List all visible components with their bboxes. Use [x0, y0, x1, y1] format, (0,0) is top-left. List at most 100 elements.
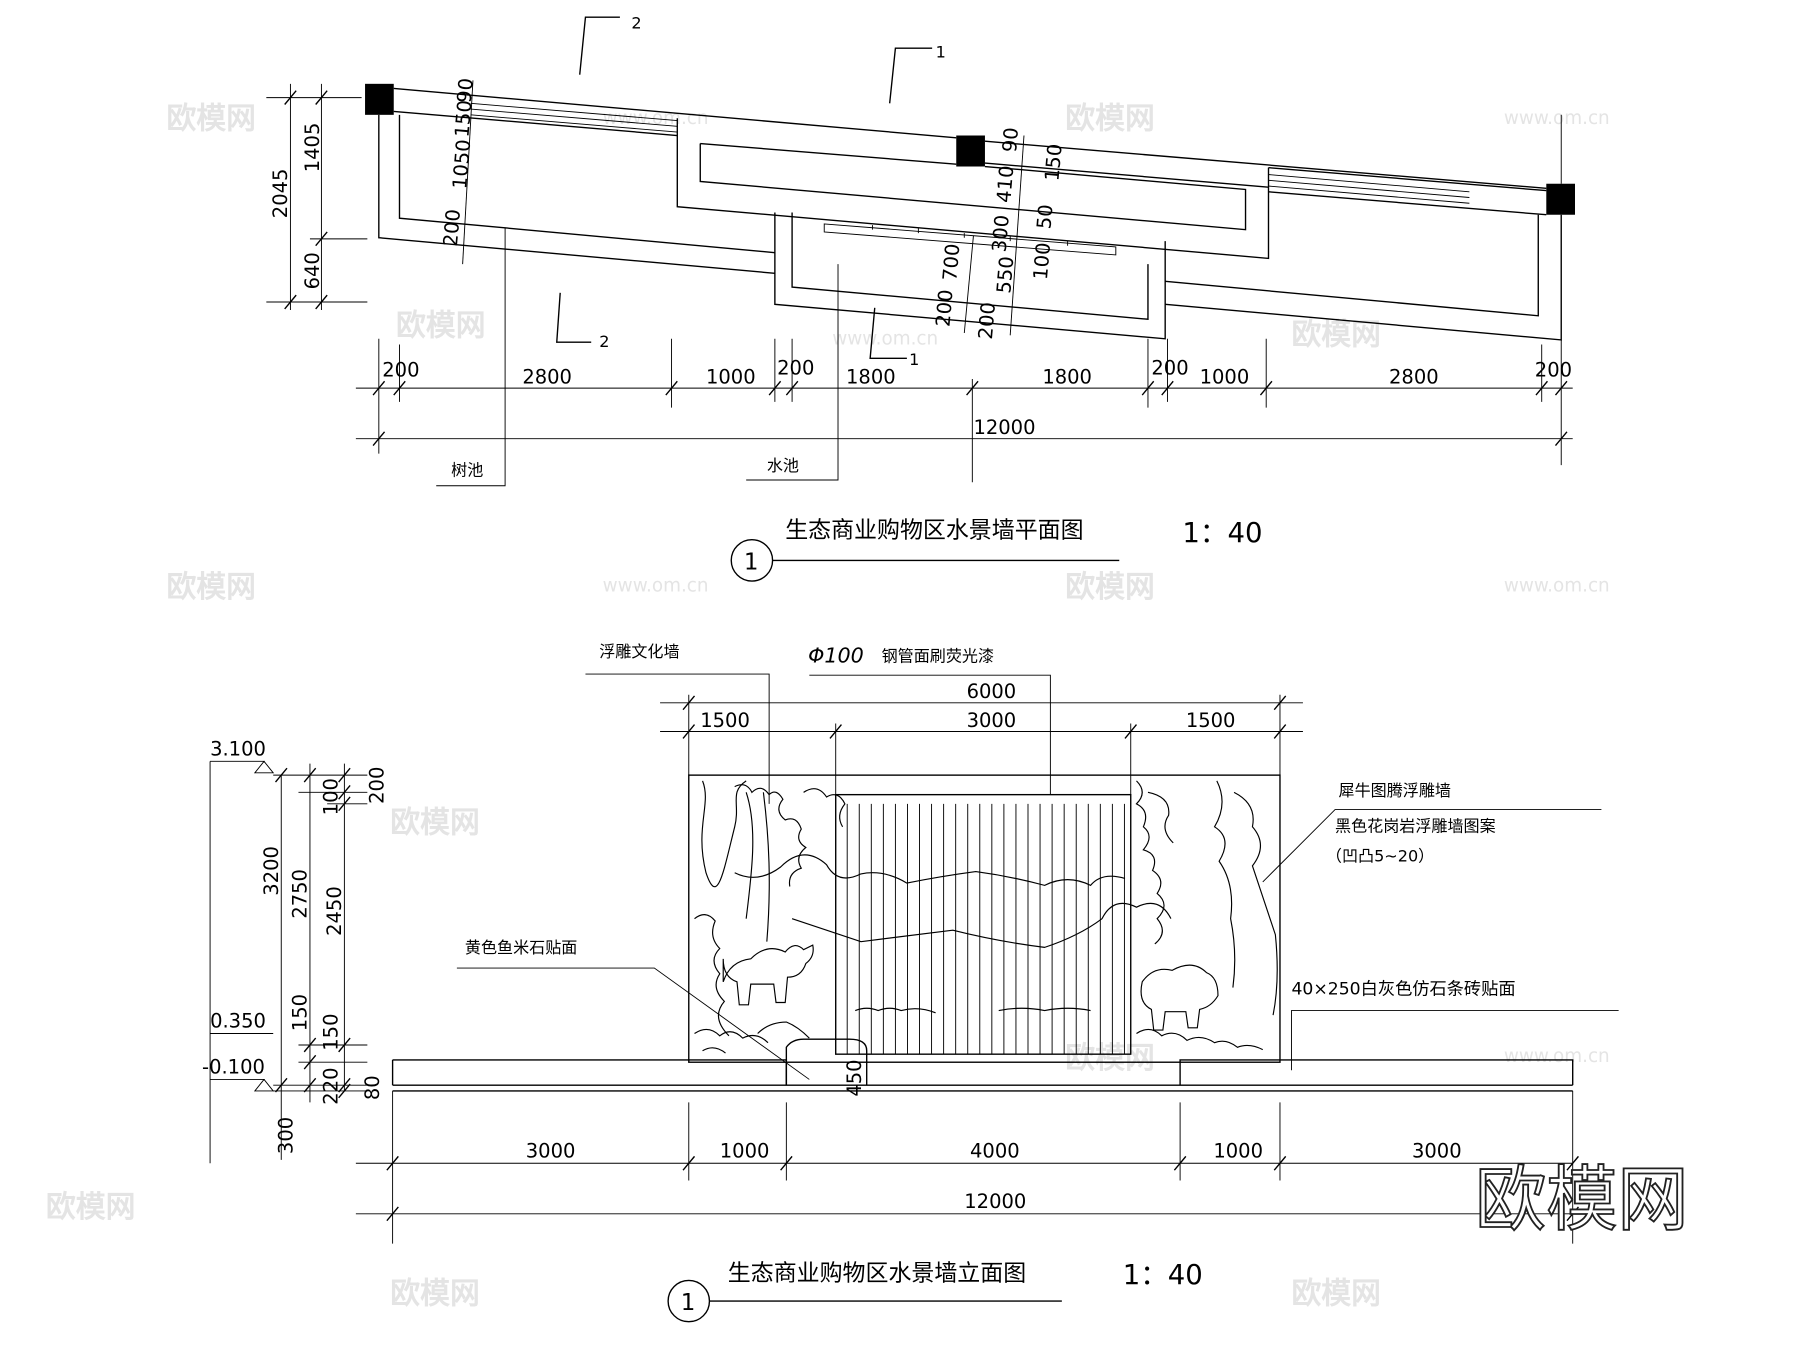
watermark-logo: 欧模网: [1065, 570, 1155, 605]
dim-label: 150: [289, 994, 312, 1031]
dim-label: 6000: [967, 680, 1017, 703]
section-mark-2-top: [579, 16, 620, 75]
leader-line: [809, 674, 1051, 795]
dim-tick: [1273, 695, 1287, 711]
dim-tick: [338, 1037, 351, 1053]
dim-label: 2800: [1389, 366, 1439, 389]
dim-tick: [284, 90, 297, 105]
watermark-logo-large: 欧模网: [1475, 1158, 1688, 1241]
leader-line: [1290, 1010, 1619, 1071]
dim-line: [963, 235, 974, 334]
dim-tick: [303, 1037, 317, 1053]
dim-tick: [829, 724, 842, 739]
dim-label: 1050: [448, 138, 475, 189]
dim-label: 1800: [846, 366, 896, 389]
dim-tick: [1124, 724, 1138, 739]
steel-pipes: [846, 803, 1125, 1055]
dim-ticks: [274, 695, 1579, 1222]
watermark-logo: 欧模网: [390, 806, 480, 841]
watermark-logo: 欧模网: [1291, 1276, 1381, 1311]
dim-tick: [682, 1155, 696, 1171]
watermark-logo: 欧模网: [166, 570, 256, 605]
leader-line: [456, 967, 810, 1080]
dim-label: 3000: [1412, 1140, 1462, 1163]
dim-label: 2750: [289, 869, 312, 919]
dim-tick: [315, 90, 328, 105]
dim-tick: [1554, 380, 1568, 396]
dim-tick: [1535, 380, 1548, 396]
watermark-url: www.om.cn: [1504, 108, 1610, 129]
elevation-scale: 1：40: [1123, 1259, 1203, 1291]
watermark-layer: 欧模网 欧模网 www.om.cn www.om.cn 欧模网 欧模网 www.…: [46, 102, 1610, 1312]
dim-line: [355, 1090, 1574, 1244]
dim-label: 1000: [1213, 1140, 1263, 1163]
pillar: [1546, 183, 1575, 215]
dim-tick: [1554, 431, 1568, 446]
watermark-url: www.om.cn: [1504, 1046, 1610, 1067]
dim-label: 1000: [1200, 366, 1250, 389]
label-tree-pit: 树池: [451, 460, 483, 479]
note-brick: 40×250白灰色仿石条砖贴面: [1291, 979, 1515, 999]
ground-platform: [391, 1038, 1574, 1092]
section-label: 2: [599, 332, 609, 351]
plan-view: 2 2 1 1: [266, 14, 1575, 582]
dim-label: 1800: [1042, 366, 1092, 389]
section-label: 2: [631, 14, 641, 33]
section-mark-1-bottom: [869, 307, 907, 359]
watermark-url: www.om.cn: [832, 328, 938, 349]
level-label: -0.100: [202, 1056, 265, 1079]
rhino-relief-pattern: [694, 780, 1278, 1054]
level-label: 3.100: [210, 738, 266, 761]
dim-label: 50: [1032, 203, 1057, 230]
watermark-logo: 欧模网: [1065, 102, 1155, 137]
note-pipe: 钢管面刷荧光漆: [882, 646, 994, 665]
dim-label: 200: [777, 356, 814, 379]
dim-label: 100: [1029, 242, 1055, 281]
dim-label: 200: [439, 208, 465, 247]
dim-label: 3000: [526, 1140, 576, 1163]
dim-tick: [284, 294, 297, 310]
dim-ticks: [284, 90, 1568, 446]
dim-label: 220: [320, 1067, 343, 1104]
central-planter: [676, 118, 1270, 260]
section-label: 1: [936, 42, 946, 61]
dim-label: 640: [301, 252, 324, 289]
watermark-url: www.om.cn: [1504, 575, 1610, 596]
dim-tick: [665, 380, 678, 396]
dim-label: 410: [992, 165, 1018, 204]
dim-tick: [1566, 1155, 1579, 1171]
drawing-number: 1: [744, 550, 759, 576]
dim-label: 200: [974, 301, 1000, 340]
dim-label: 550: [992, 255, 1018, 294]
dim-tick: [274, 1077, 288, 1093]
dim-label: 150: [320, 1013, 343, 1050]
dim-tick: [372, 431, 386, 446]
dim-label: 1500: [1186, 709, 1236, 732]
dim-label: 200: [1151, 356, 1188, 379]
dim-tick: [1566, 1206, 1579, 1222]
leader-line: [436, 227, 506, 487]
dim-tick: [1173, 1155, 1187, 1171]
dim-tick: [338, 785, 351, 800]
tree-pit-box: [378, 114, 775, 274]
dim-tick: [1141, 380, 1155, 396]
dim-label: 200: [365, 767, 388, 804]
dim-label: 2045: [269, 169, 292, 219]
note-rhino: 犀牛图腾浮雕墙: [1339, 781, 1451, 800]
watermark-logo: 欧模网: [390, 1276, 480, 1311]
watermark-url: www.om.cn: [603, 575, 709, 596]
dim-total: 12000: [973, 416, 1035, 439]
dim-tick: [1259, 380, 1273, 396]
dim-tick: [682, 695, 696, 711]
elevation-view: 浮雕文化墙 Φ100 钢管面刷荧光漆 犀牛图腾浮雕墙 黑色花岗岩浮雕墙图案 （凹…: [202, 642, 1619, 1323]
extension-lines: [378, 338, 1562, 483]
dim-tick: [1273, 1155, 1287, 1171]
dim-line: [355, 387, 1573, 440]
dim-label: 80: [361, 1075, 384, 1100]
dim-tick: [393, 380, 406, 396]
dim-label: 90: [998, 126, 1023, 153]
leader-line: [585, 673, 770, 804]
dim-label: 4000: [970, 1140, 1020, 1163]
elevation-title: 生态商业购物区水景墙立面图: [728, 1260, 1026, 1286]
